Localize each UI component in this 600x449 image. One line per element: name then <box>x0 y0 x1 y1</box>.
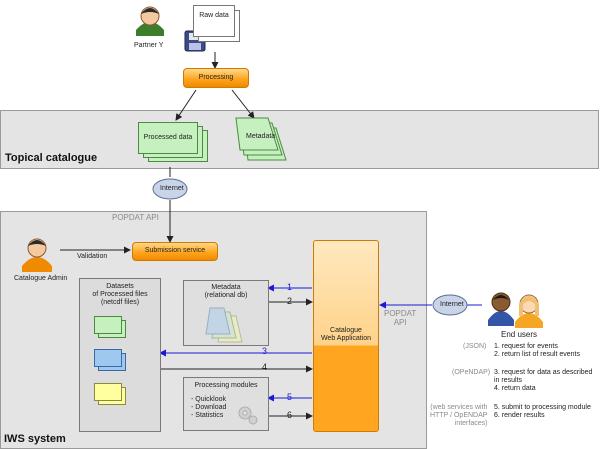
internet-right-label: Internet <box>440 301 464 308</box>
topical-catalogue-panel <box>0 110 599 169</box>
metadata-topical-label: Metadata <box>246 133 276 140</box>
processing-modules-title: Processing modules <box>194 382 258 389</box>
processing-modules-box: Processing modules - Quicklook - Downloa… <box>183 377 269 431</box>
json-steps: 1. request for events 2. return list of … <box>494 343 580 358</box>
ws-steps: 5. submit to processing module 6. render… <box>494 404 591 419</box>
catalogue-webapp-box: Catalogue Web Application <box>313 240 379 432</box>
internet-top-label: Internet <box>160 185 184 192</box>
catalogue-admin-label: Catalogue Admin <box>14 275 68 282</box>
raw-data-doc: Raw data <box>193 5 235 37</box>
processing-box: Processing <box>183 68 249 88</box>
end-users-label: End users <box>501 330 538 339</box>
catalogue-webapp-label: Catalogue Web Application <box>320 327 372 342</box>
end-user-man-icon <box>488 292 514 326</box>
arrow-number-2: 2 <box>287 296 293 306</box>
end-user-woman-icon <box>515 294 543 328</box>
partner-person-icon <box>136 6 164 36</box>
arrow-number-3: 3 <box>262 346 268 356</box>
processing-to-metadata-line <box>231 89 255 119</box>
datasets-title: Datasets of Processed files (netcdf file… <box>92 283 148 306</box>
internet-cloud-right-icon <box>432 294 468 316</box>
arrow-number-1: 1 <box>287 282 293 292</box>
dataset-blue <box>94 349 122 367</box>
catalogue-admin-person-icon <box>22 238 52 272</box>
processing-modules-items: - Quicklook - Download - Statistics <box>191 396 227 419</box>
popdat-api-right-label: POPDAT API <box>384 309 417 327</box>
ws-tag: (web services with HTTP / OpENDAP interf… <box>430 404 488 427</box>
json-tag: (JSON) <box>463 343 487 350</box>
processing-label: Processing <box>198 74 234 81</box>
opendap-steps: 3. request for data as described in resu… <box>494 369 593 392</box>
processing-to-processed-line <box>175 89 197 121</box>
dataset-green <box>94 316 122 334</box>
processed-data-page: Processed data <box>138 122 198 154</box>
internet-cloud-top-icon <box>152 178 188 200</box>
dataset-yellow <box>94 383 122 401</box>
metadata-db-title: Metadata (relational db) <box>204 284 248 299</box>
validation-label: Validation <box>77 253 108 260</box>
arrow-number-4: 4 <box>262 362 268 372</box>
submission-service-label: Submission service <box>144 247 206 254</box>
popdat-api-top-label: POPDAT API <box>112 213 159 222</box>
metadata-db-box: Metadata (relational db) <box>183 280 269 346</box>
arrow-number-5: 5 <box>287 392 293 402</box>
processed-data-label: Processed data <box>143 134 193 141</box>
partner-label: Partner Y <box>134 42 164 49</box>
raw-data-label: Raw data <box>199 12 229 19</box>
iws-system-title: IWS system <box>4 433 66 445</box>
topical-catalogue-title: Topical catalogue <box>5 152 98 164</box>
arrow-number-6: 6 <box>287 410 293 420</box>
metadata-topical-icon <box>235 117 287 161</box>
opendap-tag: (OPeNDAP) <box>452 369 491 376</box>
submission-service-box: Submission service <box>132 242 218 261</box>
